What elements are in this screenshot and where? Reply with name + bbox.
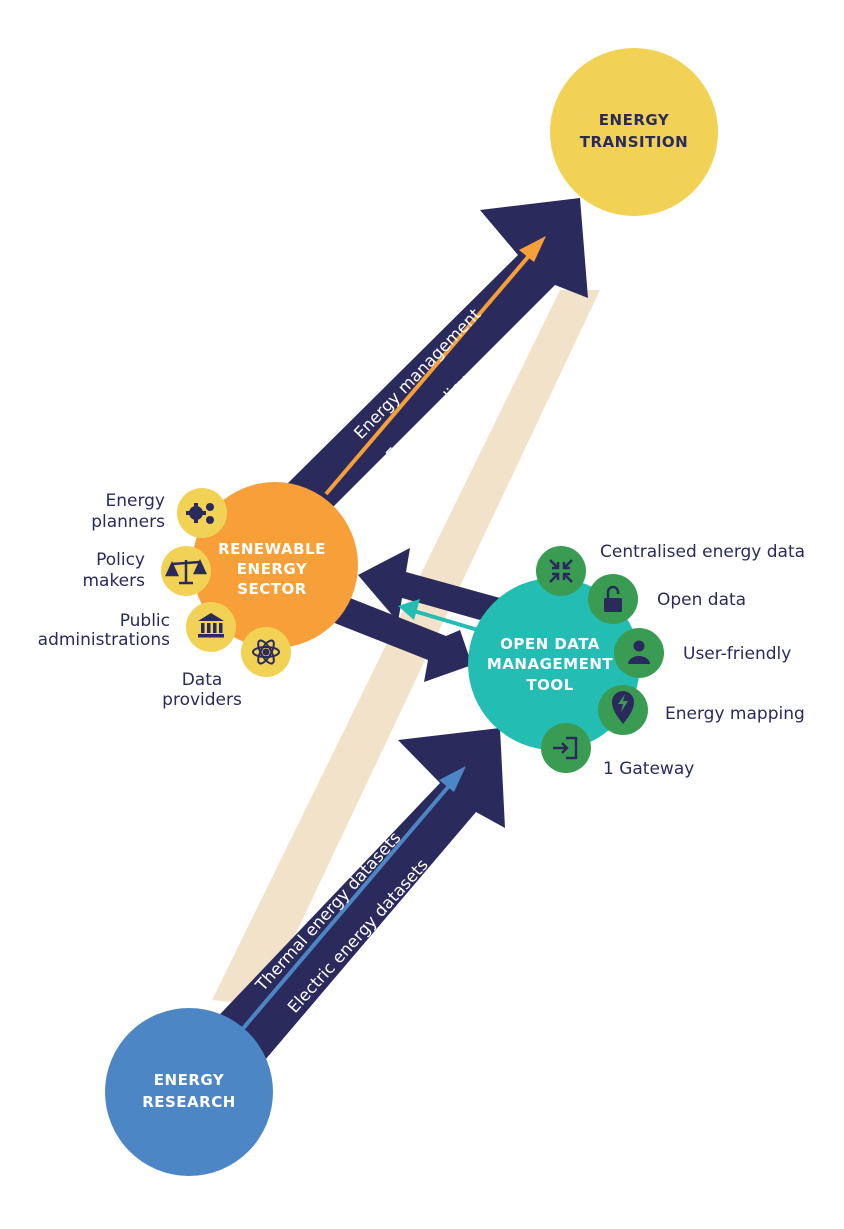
stakeholder-public-administrations: Public administrations [38,602,236,652]
public-administrations-label-line1: Public [120,611,170,631]
teal-feedback-arrow [398,599,479,632]
svg-text:OPEN DATA: OPEN DATA [500,635,600,653]
open-data-label: Open data [657,590,746,610]
feature-centralised-energy-data: Centralised energy data [536,542,805,596]
energy-planners-label-line2: planners [91,512,165,532]
policy-makers-label-line2: makers [82,571,145,591]
stakeholder-policy-makers: Policy makers [82,546,211,596]
1-gateway-label: 1 Gateway [603,759,694,779]
electric-datasets-arrow [238,766,466,1034]
feature-energy-mapping: Energy mapping [598,685,805,735]
energy-policy-arrow [324,236,546,496]
institution-icon [198,613,224,638]
renewable-energy-sector-node: RENEWABLE ENERGY SECTOR [192,482,358,648]
map-pin-bolt-icon [612,691,634,724]
svg-text:RESEARCH: RESEARCH [142,1093,236,1111]
energy-planners-label-line1: Energy [105,491,165,511]
arrow-to-renewable-sector [358,548,500,622]
svg-text:RENEWABLE: RENEWABLE [218,540,326,558]
svg-text:ENERGY: ENERGY [599,111,670,129]
svg-text:ENERGY: ENERGY [237,560,308,578]
svg-text:MANAGEMENT: MANAGEMENT [487,655,613,673]
compress-arrows-icon [549,559,573,583]
public-administrations-label-line2: administrations [38,630,170,650]
stakeholder-data-providers: Data providers [162,627,291,710]
stakeholder-energy-planners: Energy planners [91,488,227,538]
svg-text:TRANSITION: TRANSITION [580,133,688,151]
unlock-icon [604,585,622,612]
arrow-to-open-data-tool [332,598,472,682]
user-friendly-label: User-friendly [683,644,791,664]
feature-open-data: Open data [588,574,746,624]
data-providers-label-line1: Data [182,670,223,690]
data-providers-label-line2: providers [162,690,242,710]
gears-icon [186,503,214,524]
energy-research-node: ENERGY RESEARCH [105,1008,273,1176]
energy-mapping-label: Energy mapping [665,704,805,724]
policy-makers-label-line1: Policy [96,550,145,570]
open-data-management-tool-node: OPEN DATA MANAGEMENT TOOL [468,578,640,750]
user-icon [628,640,650,664]
login-icon [553,736,578,760]
atom-icon [252,639,280,665]
svg-text:ENERGY: ENERGY [154,1071,225,1089]
feature-1-gateway: 1 Gateway [541,723,694,779]
svg-text:SECTOR: SECTOR [237,580,307,598]
scales-icon [165,558,207,585]
centralised-energy-data-label: Centralised energy data [600,542,805,562]
energy-transition-node: ENERGY TRANSITION [550,48,718,216]
feature-user-friendly: User-friendly [614,628,791,678]
svg-text:TOOL: TOOL [526,676,573,694]
